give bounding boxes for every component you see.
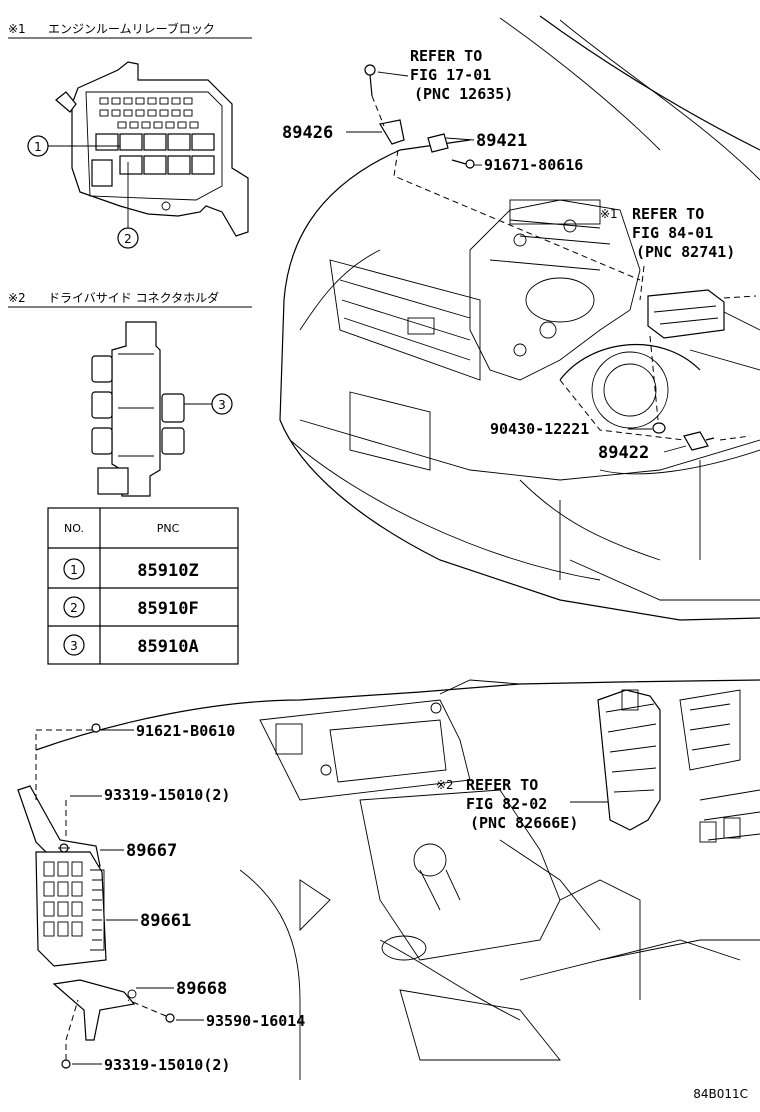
part-label-89426: 89426	[282, 123, 333, 143]
ref3-line1: REFER TO	[466, 776, 538, 794]
part-label-89421: 89421	[476, 131, 527, 151]
table-row: 3 85910A	[63, 634, 199, 657]
leader-89421	[445, 137, 475, 141]
ref2-line1: REFER TO	[632, 205, 704, 223]
inset1-mark: ※1	[8, 22, 26, 36]
inset-connector-holder: ※2 ドライバサイド コネクタホルダ 3	[8, 290, 252, 497]
part-label-91621-b0610: 91621-B0610	[136, 722, 235, 740]
callout-2-label: 2	[124, 232, 132, 246]
leader-89422	[663, 445, 687, 453]
reference-fig-84-01: ※1 REFER TO FIG 84-01 (PNC 82741)	[600, 205, 735, 261]
ref1-line3: (PNC 12635)	[414, 85, 513, 103]
table-row-no: 2	[70, 601, 78, 615]
ref1-leader	[377, 71, 409, 77]
part-label-89668: 89668	[176, 979, 227, 999]
ref3-line3: (PNC 82666E)	[470, 814, 578, 832]
reference-fig-82-02: ※2 REFER TO FIG 82-02 (PNC 82666E)	[436, 776, 608, 832]
table-row: 1 85910Z	[63, 558, 199, 581]
table-row: 2 85910F	[63, 596, 199, 619]
table-row-no: 3	[70, 639, 78, 653]
part-label-90430-12221: 90430-12221	[490, 420, 589, 438]
callout-1-label: 1	[34, 140, 42, 154]
inset2-title: ドライバサイド コネクタホルダ	[48, 290, 219, 305]
connector-holder-drawing	[91, 321, 185, 497]
table-header-pnc: PNC	[157, 522, 180, 535]
interior-dash-drawing	[17, 679, 760, 1080]
table-header-no: NO.	[64, 522, 84, 535]
reference-fig-17-01: REFER TO FIG 17-01 (PNC 12635)	[377, 47, 513, 103]
part-label-89667: 89667	[126, 841, 177, 861]
ref3-mark: ※2	[436, 778, 454, 792]
part-label-93319-15010-upper: 93319-15010(2)	[104, 786, 230, 804]
table-row-pnc: 85910Z	[137, 561, 198, 581]
part-label-93319-15010-lower: 93319-15010(2)	[104, 1056, 230, 1074]
table-row-pnc: 85910A	[137, 637, 198, 657]
vehicle-front-drawing	[279, 15, 760, 621]
ref3-line2: FIG 82-02	[466, 795, 547, 813]
ref1-line1: REFER TO	[410, 47, 482, 65]
part-label-89661: 89661	[140, 911, 191, 931]
ref2-line3: (PNC 82741)	[636, 243, 735, 261]
inset1-title: エンジンルームリレーブロック	[48, 21, 215, 36]
part-label-89422: 89422	[598, 443, 649, 463]
inset-relay-block: ※1 エンジンルームリレーブロック	[8, 21, 252, 249]
table-row-pnc: 85910F	[137, 599, 198, 619]
ref2-mark: ※1	[600, 207, 618, 221]
table-row-no: 1	[70, 563, 78, 577]
pnc-table: NO. PNC 1 85910Z 2 85910F 3 85910A	[47, 507, 239, 665]
relay-block-drawing	[55, 61, 249, 237]
part-label-93590-16014: 93590-16014	[206, 1012, 305, 1030]
callout-3-label: 3	[218, 398, 226, 412]
figure-code: 84B011C	[693, 1087, 748, 1101]
inset2-mark: ※2	[8, 291, 26, 305]
part-label-91671-80616: 91671-80616	[484, 156, 583, 174]
table-frame	[47, 507, 239, 665]
ref2-line2: FIG 84-01	[632, 224, 713, 242]
ref1-line2: FIG 17-01	[410, 66, 491, 84]
